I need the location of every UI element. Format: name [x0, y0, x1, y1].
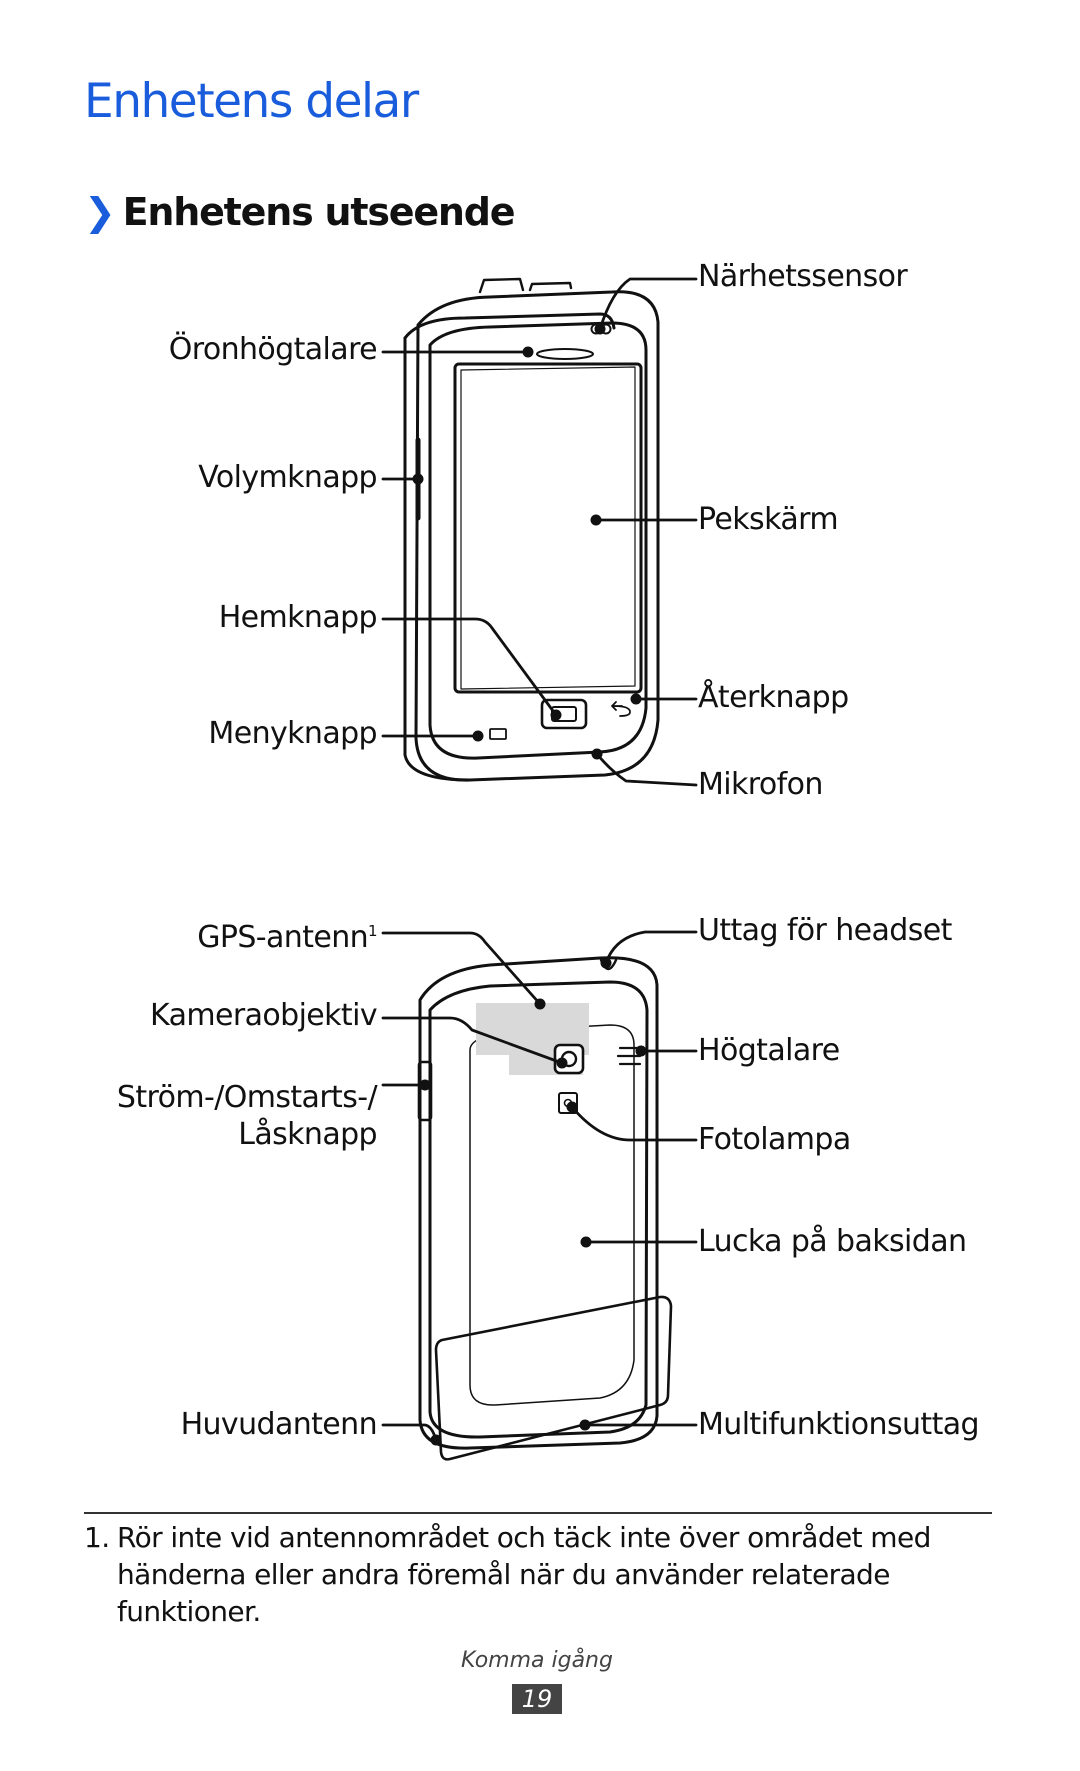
label-proximity-sensor: Närhetssensor [698, 259, 908, 294]
footnote-divider [84, 1512, 992, 1514]
page-number: 19 [512, 1684, 562, 1714]
footer-section-name: Komma igång [461, 1648, 613, 1673]
front-leader-lines [381, 277, 698, 787]
back-phone-illustration [417, 956, 673, 1461]
label-camera-lens: Kameraobjektiv [150, 998, 378, 1033]
label-menu-key: Menyknapp [208, 716, 377, 751]
label-home-key: Hemknapp [218, 600, 378, 635]
label-microphone: Mikrofon [698, 767, 823, 802]
label-multifunction-jack: Multifunktionsuttag [698, 1407, 980, 1442]
callout-dots [412, 323, 647, 1446]
label-main-antenna: Huvudantenn [180, 1407, 378, 1442]
label-headset-jack: Uttag för headset [698, 913, 952, 948]
section-heading: ❯Enhetens utseende [84, 190, 516, 234]
section-heading-text: Enhetens utseende [122, 190, 516, 234]
label-gps-antenna: GPS-antenn1 [197, 913, 377, 956]
label-touch-screen: Pekskärm [698, 502, 839, 537]
label-earpiece: Öronhögtalare [168, 332, 378, 367]
label-volume-key: Volymknapp [198, 460, 377, 495]
footnote-number: 1. [84, 1521, 110, 1554]
front-phone-illustration [403, 277, 660, 782]
footnote: 1. Rör inte vid antennområdet och täck i… [84, 1519, 984, 1630]
label-power-key-line1: Ström-/Omstarts-/ [116, 1080, 378, 1115]
chevron-right-icon: ❯ [84, 190, 116, 234]
label-flash: Fotolampa [698, 1122, 851, 1157]
footnote-marker: 1 [368, 922, 378, 940]
label-gps-antenna-text: GPS-antenn [197, 920, 369, 955]
label-back-cover: Lucka på baksidan [698, 1224, 967, 1259]
page-title: Enhetens delar [84, 74, 419, 129]
back-leader-lines [381, 930, 698, 1442]
footnote-text: Rör inte vid antennområdet och täck inte… [117, 1521, 931, 1628]
label-back-key: Återknapp [698, 680, 849, 715]
label-power-key-line2: Låsknapp [238, 1117, 377, 1152]
label-speaker: Högtalare [698, 1033, 840, 1068]
